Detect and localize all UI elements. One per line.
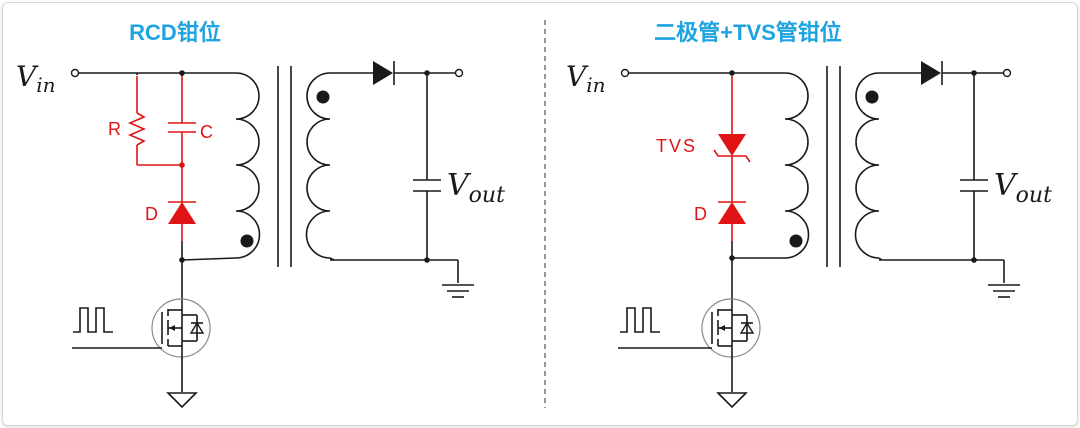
left-c-label: C: [200, 122, 213, 142]
right-pulse-signal: [620, 307, 660, 333]
left-resistor: [127, 112, 147, 146]
left-primary-dot: [240, 234, 254, 248]
right-circuit: 二极管+TVS管钳位 Vin Vout: [566, 20, 1052, 408]
right-output-diode: [921, 61, 941, 85]
right-mosfet: [701, 298, 761, 358]
left-vin-label: Vin: [16, 60, 56, 97]
right-vout-label: Vout: [994, 168, 1052, 208]
left-secondary-winding: [305, 72, 331, 259]
left-primary-winding: [235, 72, 261, 259]
left-source-ground: [167, 392, 197, 408]
left-title: RCD钳位: [129, 20, 221, 45]
left-secondary-dot: [316, 90, 330, 104]
right-output-ground: [987, 284, 1021, 298]
left-rcd-clamp: R C D: [108, 73, 213, 260]
right-source-ground: [717, 392, 747, 408]
left-r-label: R: [108, 119, 121, 139]
right-title: 二极管+TVS管钳位: [654, 20, 842, 45]
right-tvs-clamp: TVS D: [656, 76, 751, 258]
right-tvs-label: TVS: [656, 136, 697, 156]
left-mosfet: [151, 298, 211, 358]
left-vout-terminal: [454, 68, 464, 78]
left-circuit: RCD钳位 Vin Vout: [16, 20, 505, 408]
left-output-diode: [373, 61, 393, 85]
left-d-label: D: [145, 204, 158, 224]
right-vin-terminal: [620, 68, 630, 78]
left-vout-label: Vout: [447, 168, 505, 208]
right-secondary-dot: [865, 90, 879, 104]
right-vin-label: Vin: [566, 60, 606, 97]
right-primary-winding: [784, 72, 810, 259]
right-vout-terminal: [1002, 68, 1012, 78]
right-tvs-diode: [718, 134, 746, 156]
left-pulse-signal: [73, 307, 113, 333]
right-primary-dot: [789, 234, 803, 248]
left-clamp-diode: [168, 202, 196, 224]
right-d-label: D: [694, 204, 707, 224]
right-clamp-diode: [718, 202, 746, 224]
left-vin-terminal: [70, 68, 80, 78]
left-output-ground: [441, 284, 475, 298]
right-secondary-winding: [854, 72, 880, 259]
